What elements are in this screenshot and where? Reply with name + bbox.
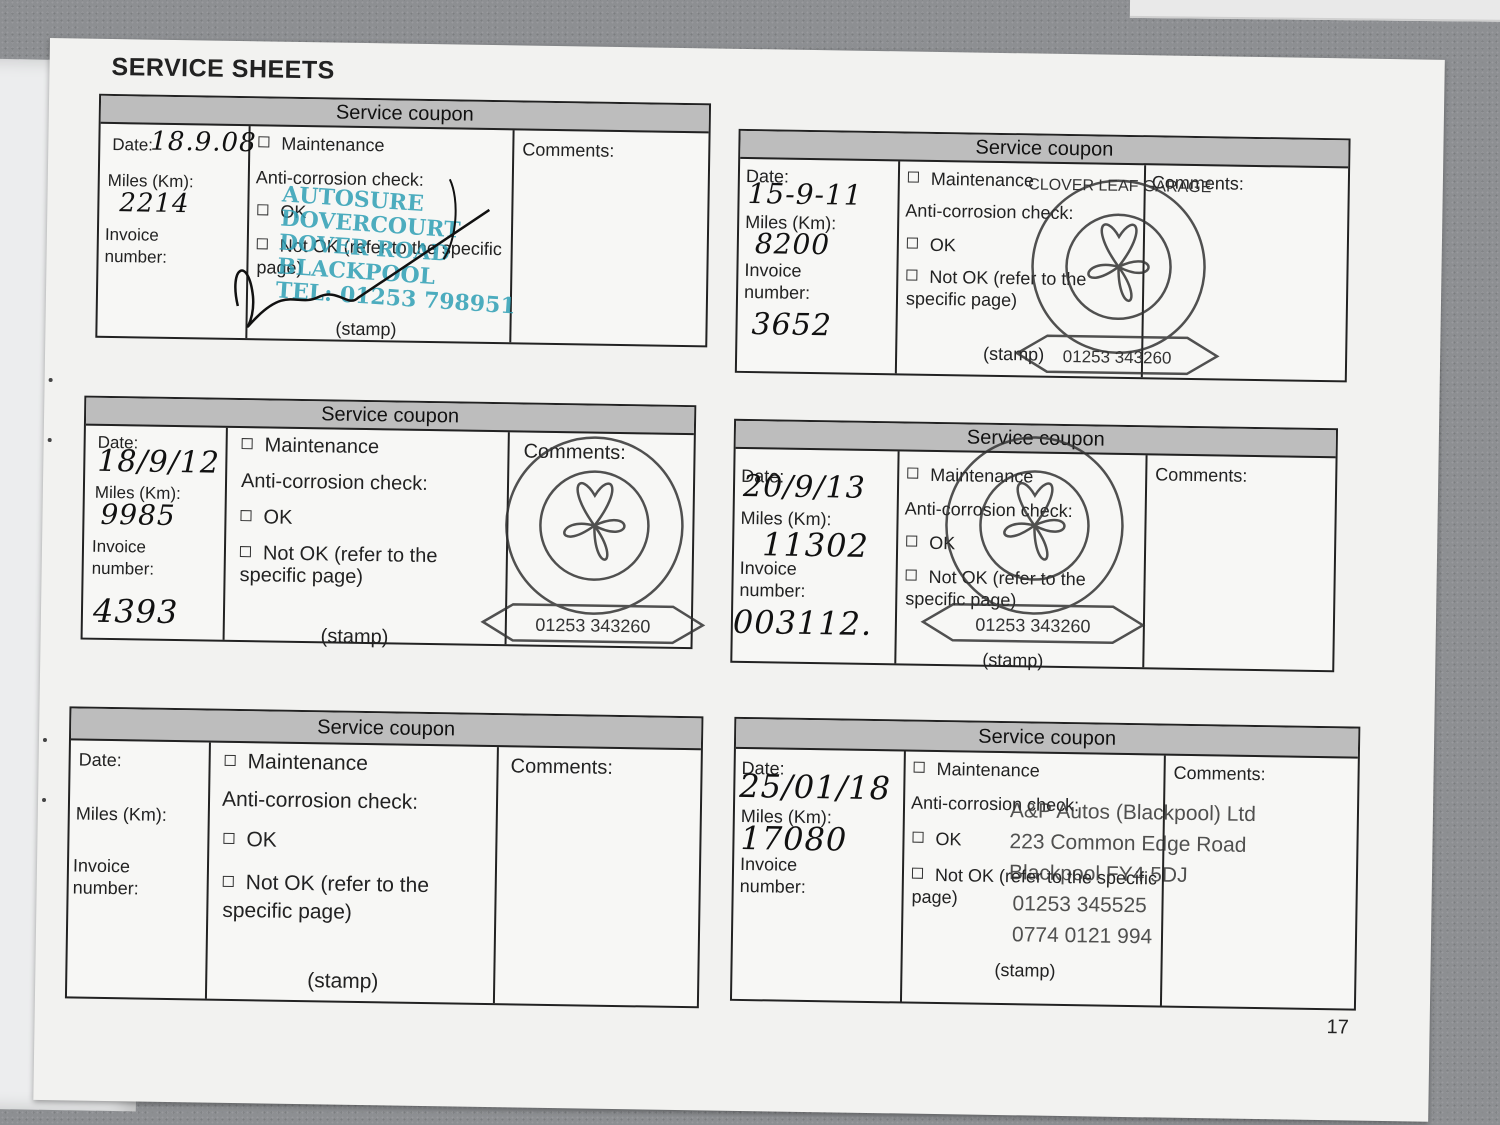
stamp-label: (stamp) bbox=[320, 625, 389, 649]
anti-corrosion-label: Anti-corrosion check: bbox=[221, 787, 419, 814]
not-ok-checkbox bbox=[911, 867, 924, 879]
clover-phone: 01253 343260 bbox=[1063, 347, 1172, 368]
stamp-label: (stamp) bbox=[307, 969, 379, 994]
ok-label: OK bbox=[929, 234, 957, 256]
service-coupon-6: Service coupon Date: 25/01/18 Miles (Km)… bbox=[729, 716, 1361, 1011]
maintenance-checkbox bbox=[258, 136, 270, 148]
ok-label: OK bbox=[935, 829, 962, 850]
stamp-label: (stamp) bbox=[994, 959, 1056, 981]
invoice-label: Invoice number: bbox=[739, 557, 806, 601]
date-value: 15-9-11 bbox=[747, 176, 863, 212]
ap-autos-stamp: A&P Autos (Blackpool) Ltd 223 Common Edg… bbox=[1008, 795, 1256, 954]
invoice-label: Invoice number: bbox=[91, 536, 155, 579]
stamp-line: A&P Autos (Blackpool) Ltd bbox=[1009, 799, 1257, 827]
anti-corrosion-label: Anti-corrosion check: bbox=[240, 470, 428, 495]
ok-checkbox bbox=[906, 237, 918, 249]
maintenance-checkbox bbox=[913, 761, 925, 773]
signature-scribble bbox=[234, 178, 491, 328]
invoice-value: 3652 bbox=[751, 307, 833, 344]
date-value: 25/01/18 bbox=[739, 766, 892, 808]
binding-dot bbox=[48, 378, 53, 383]
ok-label: OK bbox=[246, 828, 277, 852]
date-value: 18/9/12 bbox=[97, 443, 221, 481]
service-coupon-4: Service coupon Date: 20/9/13 Miles (Km):… bbox=[730, 418, 1339, 673]
not-ok-checkbox bbox=[906, 269, 918, 281]
maintenance-label: Maintenance bbox=[264, 434, 380, 459]
service-coupon-5: Service coupon Date: Miles (Km): Invoice… bbox=[64, 706, 704, 1009]
binding-dot bbox=[47, 438, 52, 443]
service-coupon-3: Service coupon Date: 18/9/12 Miles (Km):… bbox=[80, 395, 706, 650]
clover-phone: 01253 343260 bbox=[535, 615, 650, 637]
clover-leaf-stamp: 01253 343260 CLOVER LEAF GARAGE bbox=[1014, 176, 1220, 376]
not-ok-checkbox bbox=[239, 546, 252, 558]
maintenance-checkbox bbox=[224, 754, 236, 767]
maintenance-label: Maintenance bbox=[281, 133, 385, 156]
binding-dot bbox=[41, 797, 47, 803]
invoice-label: Invoice number: bbox=[72, 855, 139, 899]
date-value: 18.9.08 bbox=[150, 126, 257, 159]
date-label: Date: bbox=[78, 749, 122, 771]
stamp-line: Blackpool FY4 5DJ bbox=[1008, 861, 1188, 887]
coupon-comments-column: Comments: bbox=[511, 130, 708, 345]
comments-label: Comments: bbox=[1155, 464, 1248, 486]
comments-label: Comments: bbox=[522, 139, 615, 161]
miles-value: 2214 bbox=[119, 188, 190, 220]
date-label: Date: bbox=[112, 134, 154, 155]
ok-checkbox bbox=[223, 832, 235, 844]
maintenance-label: Maintenance bbox=[936, 759, 1040, 781]
clover-leaf-stamp: 01253 343260 bbox=[920, 436, 1146, 645]
coupon-details-column: Date: Miles (Km): Invoice number: bbox=[66, 740, 211, 999]
coupon-details-column: Date: 15-9-11 Miles (Km): 8200 Invoice n… bbox=[736, 158, 901, 374]
stamp-line: 01253 345525 bbox=[1012, 892, 1147, 918]
coupon-checks-column: Maintenance Anti-corrosion check: OK Not… bbox=[206, 742, 499, 1004]
comments-label: Comments: bbox=[1173, 762, 1266, 785]
maintenance-checkbox bbox=[241, 438, 253, 450]
invoice-value: 4393 bbox=[92, 591, 179, 632]
maintenance-label: Maintenance bbox=[247, 750, 369, 776]
coupon-checks-column: Maintenance Anti-corrosion check: OK Not… bbox=[234, 126, 516, 343]
coupon-details-column: Date: 18/9/12 Miles (Km): 9985 Invoice n… bbox=[82, 425, 228, 640]
booklet-page: SERVICE SHEETS 17 Service coupon Date: 1… bbox=[33, 38, 1445, 1122]
stamp-line: 0774 0121 994 bbox=[1011, 923, 1153, 949]
coupon-details-column: Date: 25/01/18 Miles (Km): 17080 Invoice… bbox=[731, 748, 906, 1002]
miles-value: 9985 bbox=[100, 497, 177, 533]
miles-label: Miles (Km): bbox=[75, 803, 167, 825]
page-title: SERVICE SHEETS bbox=[111, 52, 336, 85]
coupon-checks-column: Maintenance Anti-corrosion check: OK Not… bbox=[224, 427, 510, 648]
date-value: 20/9/13 bbox=[742, 468, 866, 506]
binding-dot bbox=[42, 737, 48, 743]
invoice-label: Invoice number: bbox=[743, 259, 811, 303]
stamp-line: 223 Common Edge Road bbox=[1009, 830, 1247, 857]
service-coupon-2: Service coupon Date: 15-9-11 Miles (Km):… bbox=[734, 128, 1351, 383]
clover-leaf-stamp: 01253 343260 bbox=[480, 436, 706, 645]
miles-value: 8200 bbox=[754, 227, 831, 262]
coupon-comments-column: Comments: bbox=[1144, 455, 1335, 670]
ok-checkbox bbox=[912, 831, 924, 843]
clover-phone: 01253 343260 bbox=[975, 615, 1090, 637]
invoice-value: 003112. bbox=[732, 602, 873, 643]
maintenance-checkbox bbox=[907, 171, 920, 183]
coupon-details-column: Date: 20/9/13 Miles (Km): 11302 Invoice … bbox=[732, 448, 900, 664]
background-page bbox=[1129, 0, 1500, 23]
invoice-label: Invoice number: bbox=[104, 224, 168, 267]
not-ok-label: Not OK (refer to the specific page) bbox=[222, 871, 430, 924]
comments-label: Comments: bbox=[510, 755, 614, 779]
invoice-label: Invoice number: bbox=[739, 853, 806, 897]
not-ok-checkbox bbox=[222, 875, 234, 887]
clover-name: CLOVER LEAF GARAGE bbox=[1028, 176, 1211, 196]
coupon-comments-column: Comments: bbox=[495, 747, 701, 1006]
ok-label: OK bbox=[263, 506, 293, 529]
service-coupon-1: Service coupon Date: 18.9.08 Miles (Km):… bbox=[95, 93, 712, 348]
not-ok-label: Not OK (refer to the specific page) bbox=[239, 542, 438, 588]
page-number: 17 bbox=[1326, 1016, 1350, 1039]
ok-checkbox bbox=[240, 510, 252, 522]
